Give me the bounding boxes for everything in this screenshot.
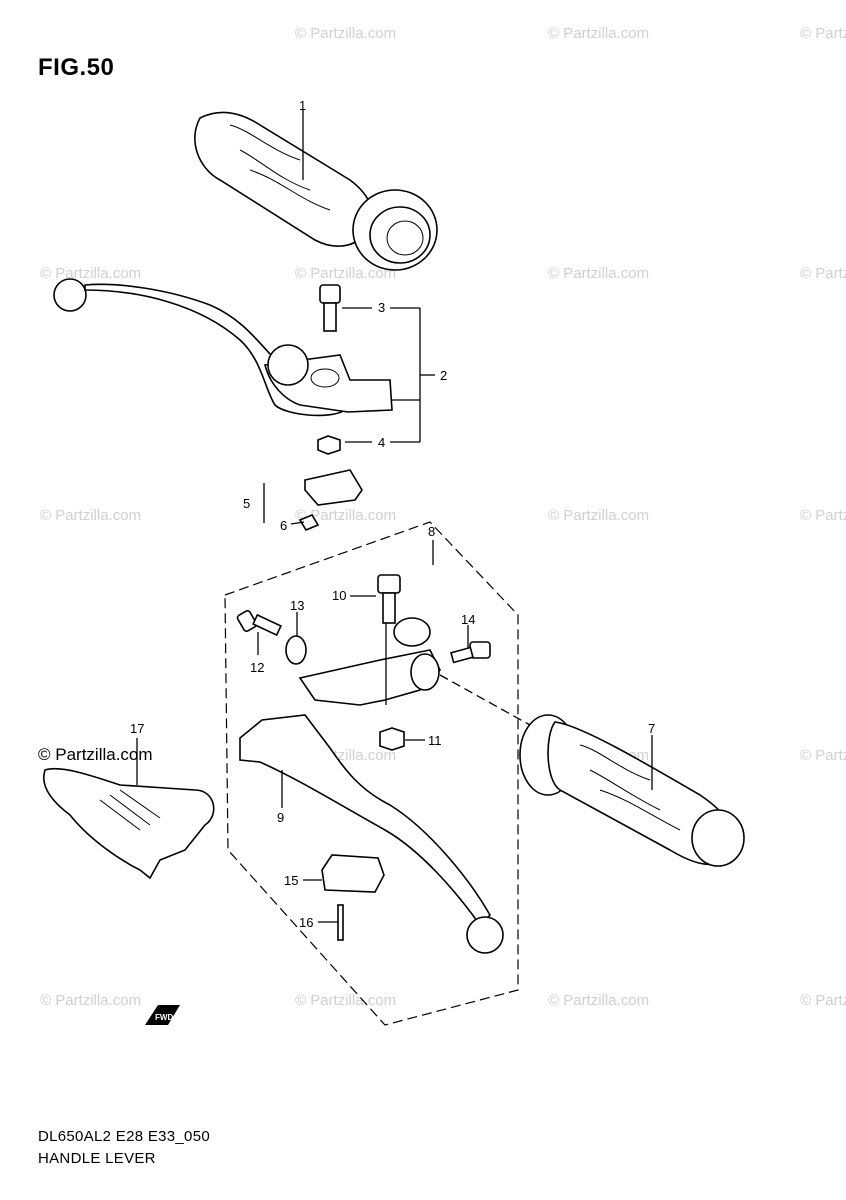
- part-9-clutch-lever: [239, 714, 504, 954]
- part-17-bracket: [43, 767, 215, 880]
- callout-15: 15: [284, 873, 298, 888]
- part-5-switch: [304, 469, 363, 506]
- part-11-nut: [379, 727, 405, 751]
- watermark: © Partzilla.com: [800, 747, 846, 764]
- watermark: © Partzilla.com: [800, 25, 846, 42]
- leader-lines: [136, 110, 653, 923]
- watermark: © Partzilla.com: [548, 25, 649, 42]
- callout-3: 3: [378, 300, 385, 315]
- part-1-throttle-grip: [194, 111, 438, 271]
- callout-1: 1: [299, 98, 306, 113]
- callout-11: 11: [428, 733, 442, 748]
- watermark: © Partzilla.com: [295, 507, 396, 524]
- callout-10: 10: [332, 588, 346, 603]
- fwd-badge: FWD: [145, 1005, 180, 1025]
- watermark: © Partzilla.com: [295, 992, 396, 1009]
- callout-17: 17: [130, 721, 144, 736]
- part-16-screw: [337, 904, 344, 941]
- svg-text:FWD: FWD: [155, 1013, 173, 1022]
- callout-8: 8: [428, 524, 435, 539]
- callout-14: 14: [461, 612, 475, 627]
- watermark: © Partzilla.com: [800, 507, 846, 524]
- callout-5: 5: [243, 496, 250, 511]
- diagram-name: HANDLE LEVER: [38, 1150, 156, 1167]
- part-13-washer: [285, 635, 307, 665]
- part-12-screw: [236, 610, 282, 637]
- callout-7: 7: [648, 721, 655, 736]
- callouts: 1 2 3 4 5 6 7 8 9 10 11 12 13 14 15 16 1…: [130, 98, 655, 930]
- watermark: © Partzilla.com: [800, 992, 846, 1009]
- watermark: © Partzilla.com: [40, 265, 141, 282]
- figure-title: FIG.50: [38, 54, 115, 81]
- watermark: © Partzilla.com: [800, 265, 846, 282]
- watermark-prominent: © Partzilla.com: [38, 745, 153, 764]
- diagram-code: DL650AL2 E28 E33_050: [38, 1128, 210, 1145]
- callout-6: 6: [280, 518, 287, 533]
- watermark: © Partzilla.com: [40, 507, 141, 524]
- part-3-bolt: [319, 284, 341, 332]
- watermark: © Partzilla.com: [295, 25, 396, 42]
- watermark: © Partzilla.com: [40, 992, 141, 1009]
- callout-13: 13: [290, 598, 304, 613]
- part-8-assembly-outline: [224, 521, 519, 1026]
- watermark: © Partzilla.com: [548, 265, 649, 282]
- callout-2: 2: [440, 368, 447, 383]
- callout-16: 16: [299, 915, 313, 930]
- part-10-bolt: [377, 574, 401, 624]
- watermark: © Partzilla.com: [295, 265, 396, 282]
- callout-12: 12: [250, 660, 264, 675]
- part-2-brake-lever: [53, 278, 393, 417]
- part-6-screw: [298, 513, 320, 532]
- part-7-left-grip: [519, 714, 745, 867]
- part-15-switch: [321, 854, 385, 893]
- watermark: © Partzilla.com: [548, 992, 649, 1009]
- callout-4: 4: [378, 435, 385, 450]
- part-14-bolt: [450, 641, 491, 664]
- callout-9: 9: [277, 810, 284, 825]
- watermark: © Partzilla.com: [548, 507, 649, 524]
- clutch-perch: [298, 617, 441, 706]
- part-4-nut: [317, 435, 341, 455]
